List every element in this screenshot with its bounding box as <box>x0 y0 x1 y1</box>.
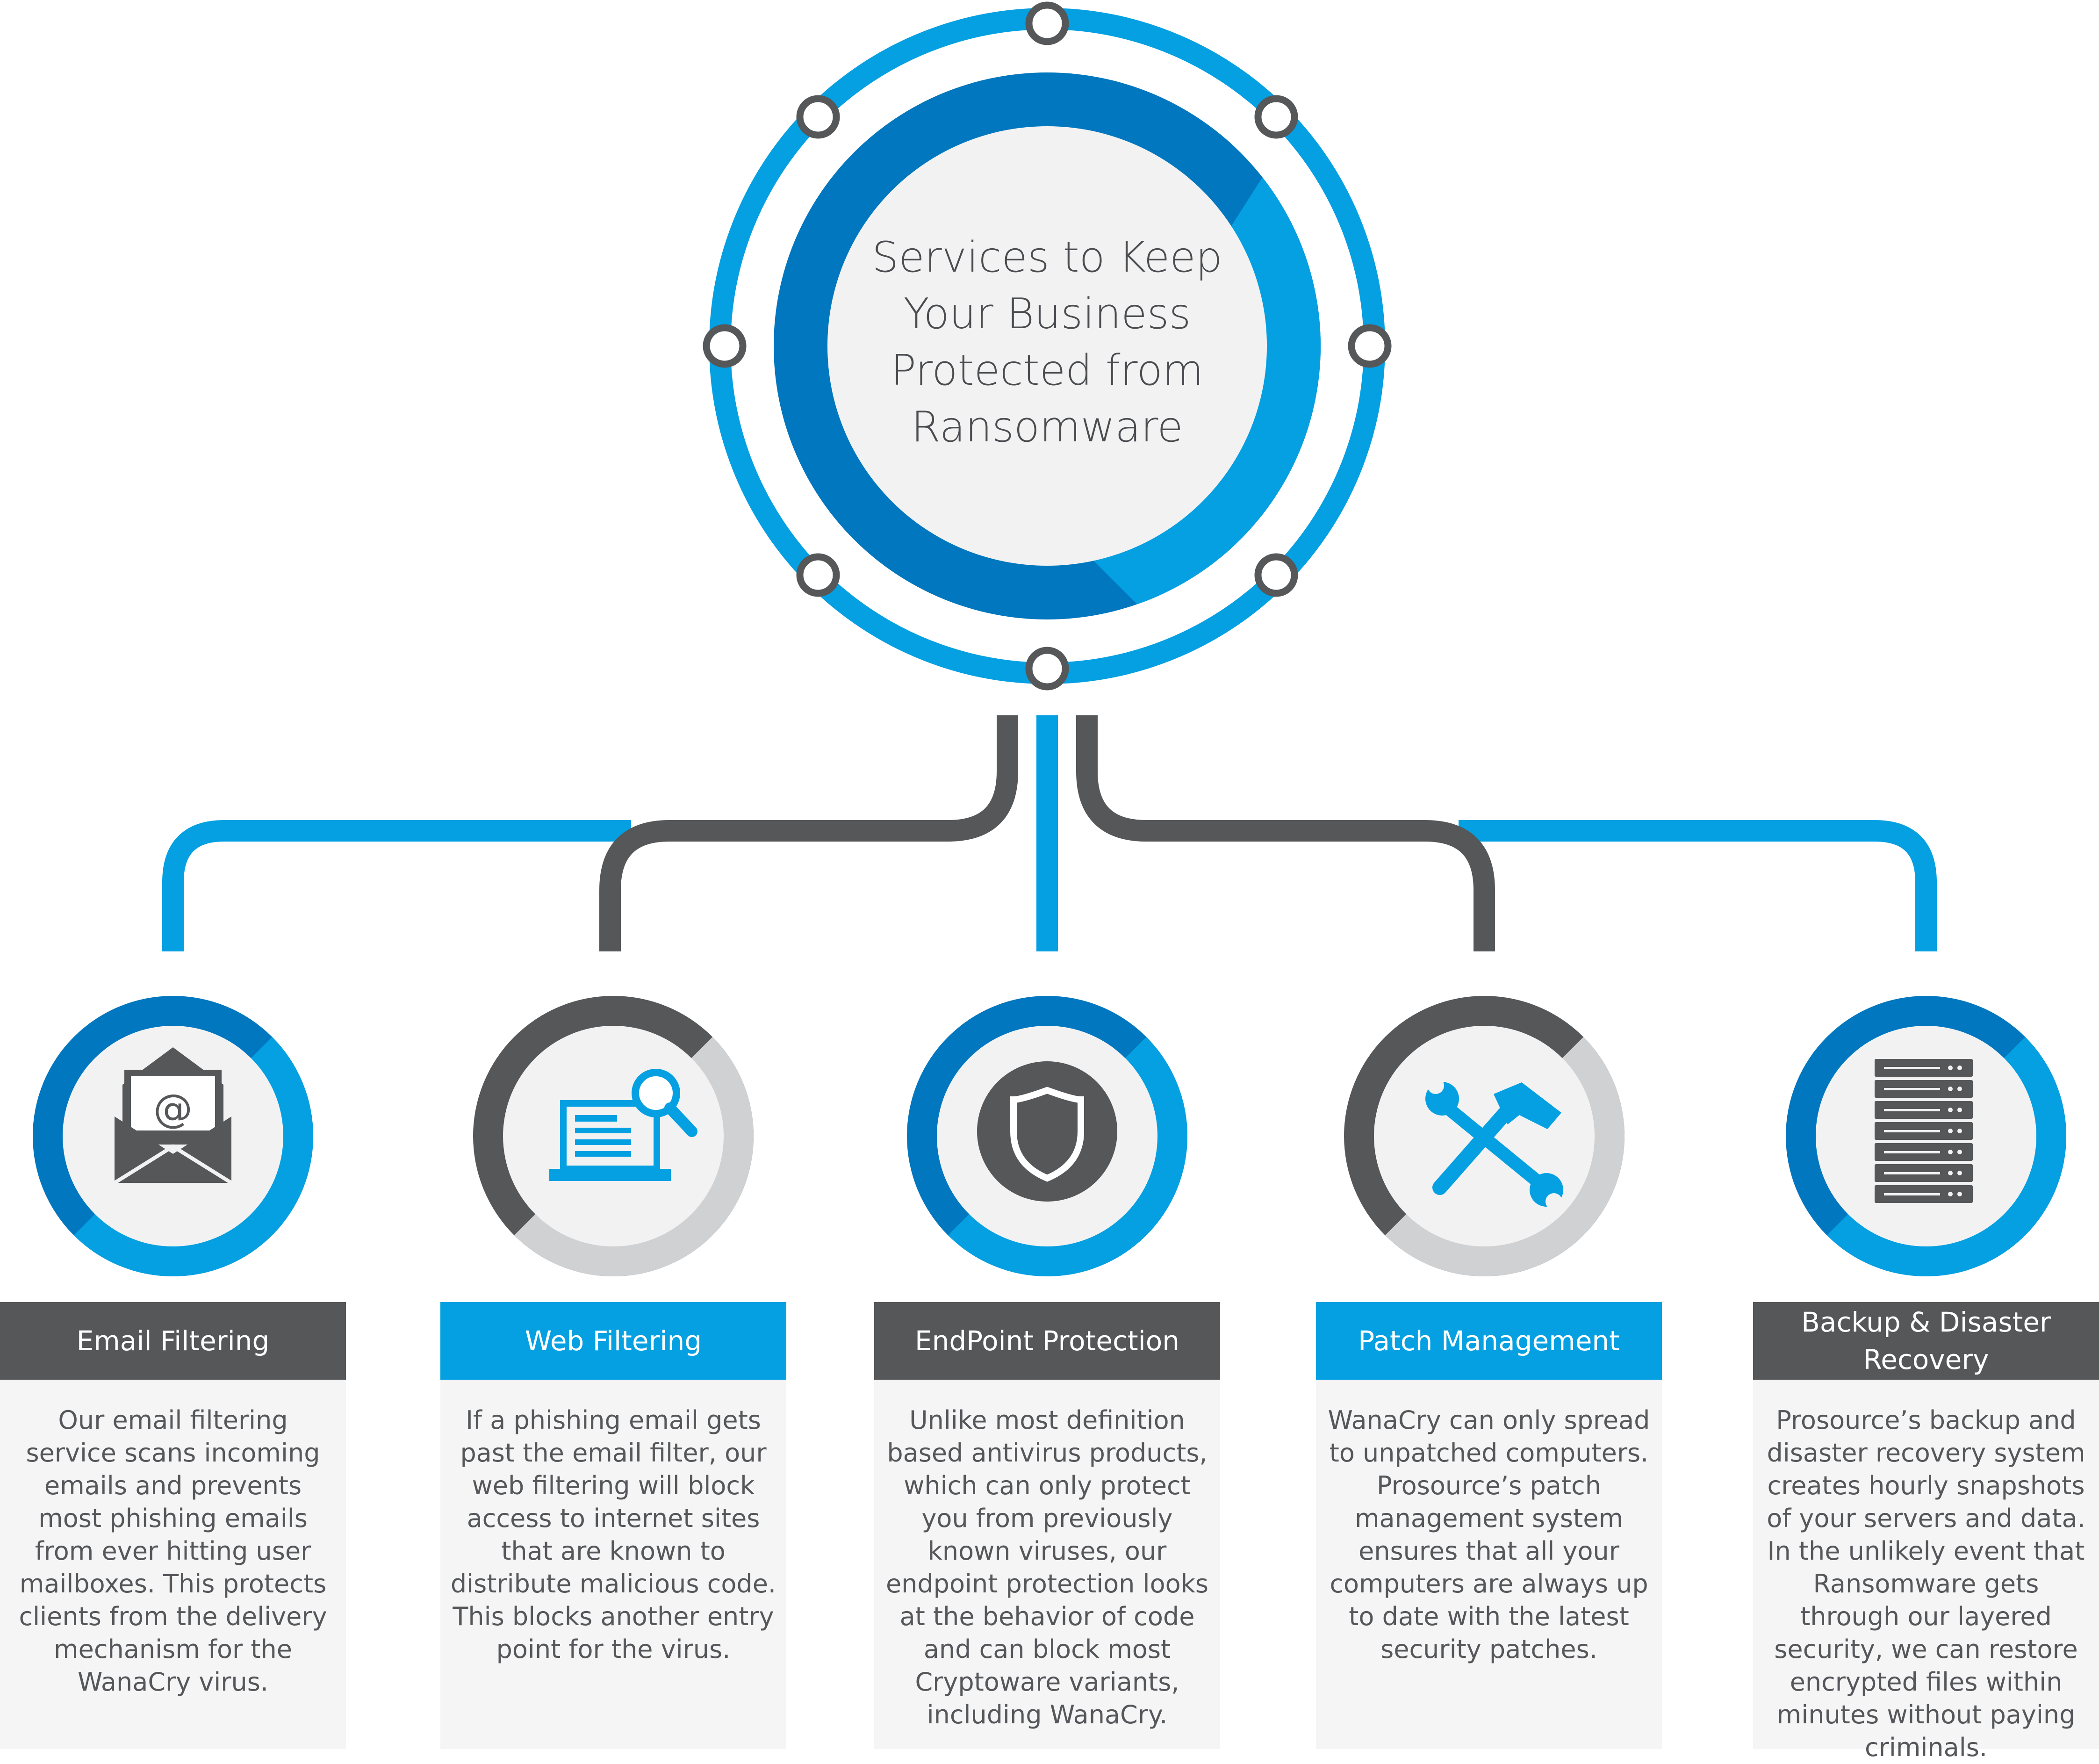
wrench-hammer-icon <box>1425 1077 1563 1210</box>
service-title: Patch Management <box>1316 1302 1662 1380</box>
hub-node <box>1348 324 1392 368</box>
server-rack-icon <box>1875 1059 1973 1203</box>
connector-right-outer <box>1459 820 1937 951</box>
service-description: Our email filtering service scans incomi… <box>0 1380 346 1749</box>
service-description: WanaCry can only spread to unpatched com… <box>1316 1380 1662 1749</box>
connector-left-inner <box>599 715 1018 951</box>
envelope-at-icon: @ <box>113 1047 233 1185</box>
service-title: EndPoint Protection <box>874 1302 1220 1380</box>
service-title: Web Filtering <box>440 1302 786 1380</box>
service-description: If a phishing email gets past the email … <box>440 1380 786 1749</box>
hub-node <box>1254 553 1298 597</box>
service-circle-endpoint <box>907 996 1187 1276</box>
hub-node <box>703 324 747 368</box>
hub-nodes <box>703 1 1392 691</box>
service-title: Backup & Disaster Recovery <box>1753 1302 2099 1380</box>
hub-node <box>1254 95 1298 139</box>
svg-text:@: @ <box>153 1086 193 1131</box>
hub-core <box>827 126 1267 566</box>
hub-node <box>1025 1 1069 45</box>
connector-lines <box>162 715 1937 951</box>
service-circle-backup <box>1786 996 2066 1276</box>
connector-left-outer <box>162 820 631 951</box>
connector-right-inner <box>1076 715 1495 951</box>
hub-node <box>796 553 840 597</box>
service-description: Unlike most definition based antivirus p… <box>874 1380 1220 1749</box>
laptop-search-icon <box>549 1069 697 1181</box>
hub-title: Services to Keep Your Business Protected… <box>872 233 1222 452</box>
service-circle-email: @ <box>33 996 313 1276</box>
service-circle-web <box>473 996 754 1276</box>
service-description: Prosource’s backup and disaster recovery… <box>1753 1380 2099 1762</box>
hub-node <box>796 95 840 139</box>
service-title: Email Filtering <box>0 1302 346 1380</box>
service-circle-patch <box>1344 996 1625 1276</box>
hub-circle <box>703 1 1392 691</box>
shield-icon <box>977 1061 1117 1202</box>
hub-node <box>1025 647 1069 691</box>
